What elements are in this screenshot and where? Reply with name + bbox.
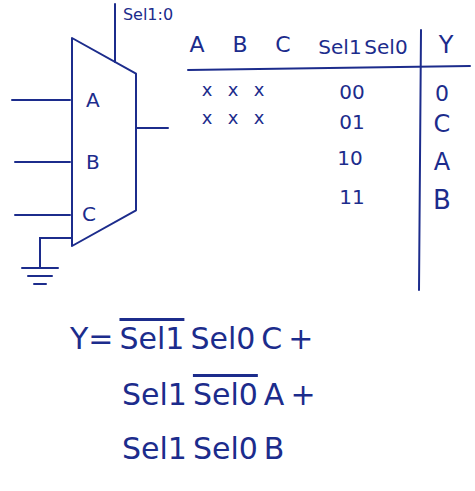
table-header: C — [275, 34, 290, 56]
table-cell: x — [202, 81, 213, 99]
select-wire — [114, 4, 116, 62]
table-cell: x — [254, 109, 265, 127]
equation-term: C — [261, 320, 282, 358]
ground-symbol — [34, 283, 46, 285]
input-wire — [15, 214, 70, 216]
ground-symbol — [28, 275, 52, 277]
equation-term: + — [290, 376, 315, 414]
ground-wire — [40, 238, 71, 268]
equation-term: A — [264, 376, 285, 414]
select-label: Sel1:0 — [123, 7, 173, 23]
equation-line: Sel1Sel0A+ — [122, 376, 316, 414]
table-rule — [419, 30, 421, 290]
equation-term: Sel1 — [122, 376, 187, 414]
input-wire — [12, 99, 70, 101]
mux-shape — [72, 38, 136, 246]
equation-line: Sel1Sel0B — [122, 430, 284, 468]
equation-term: Sel0 — [193, 376, 258, 414]
equation-line: Y=Sel1Sel0C+ — [70, 320, 313, 358]
mux-input-label: A — [86, 90, 100, 110]
input-wire — [15, 161, 70, 163]
mux-input-label: B — [86, 152, 100, 172]
table-header: Sel1 — [318, 37, 361, 57]
ground-symbol — [22, 267, 58, 269]
table-cell: 01 — [339, 112, 364, 132]
table-rule — [188, 66, 470, 70]
equation-term: Sel0 — [190, 320, 255, 358]
table-header: B — [232, 34, 247, 56]
table-cell: A — [434, 150, 450, 174]
table-cell: 11 — [339, 187, 364, 207]
table-header: Sel0 — [364, 37, 407, 57]
table-header: A — [189, 34, 204, 56]
table-cell: x — [254, 81, 265, 99]
equation-term: Y= — [70, 320, 113, 358]
equation-term: B — [264, 430, 285, 468]
table-cell: 0 — [435, 83, 449, 105]
table-cell: B — [433, 187, 451, 213]
table-cell: x — [202, 109, 213, 127]
output-wire — [137, 127, 168, 129]
table-cell: x — [228, 81, 239, 99]
equation-term: + — [288, 320, 313, 358]
equation-term: Sel0 — [193, 430, 258, 468]
equation-term: Sel1 — [119, 320, 184, 358]
equation-term: Sel1 — [122, 430, 187, 468]
multiplexer: A B C — [70, 36, 138, 248]
table-cell: 00 — [339, 82, 364, 102]
table-cell: C — [434, 112, 451, 136]
table-cell: x — [228, 109, 239, 127]
table-cell: 10 — [337, 148, 362, 168]
table-header: Y — [439, 33, 454, 57]
mux-outline — [70, 36, 138, 248]
mux-input-label: C — [82, 204, 96, 224]
